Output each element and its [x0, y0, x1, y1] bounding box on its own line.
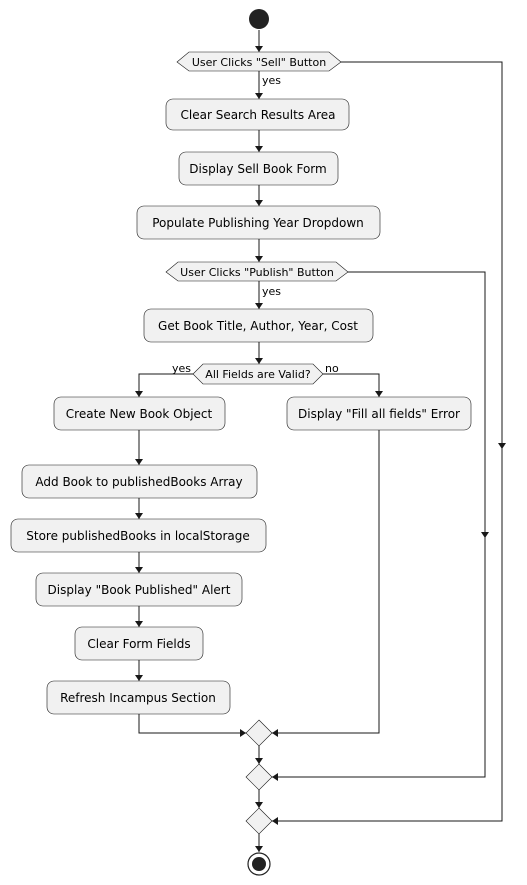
- action-get-fields-label: Get Book Title, Author, Year, Cost: [158, 319, 358, 333]
- action-alert: Display "Book Published" Alert: [35, 572, 243, 607]
- decision-fields-valid-label: All Fields are Valid?: [205, 368, 311, 381]
- action-clear-fields: Clear Form Fields: [74, 626, 204, 661]
- action-store-books-label: Store publishedBooks in localStorage: [26, 529, 250, 543]
- action-add-book: Add Book to publishedBooks Array: [21, 464, 258, 499]
- decision-publish-clicked-label: User Clicks "Publish" Button: [180, 266, 334, 279]
- connectors: [135, 30, 506, 852]
- decision-sell-clicked: User Clicks "Sell" Button: [176, 51, 342, 72]
- action-display-form-label: Display Sell Book Form: [189, 162, 326, 176]
- decision-valid-no-label: no: [325, 362, 339, 375]
- action-error-label: Display "Fill all fields" Error: [298, 407, 460, 421]
- action-get-fields: Get Book Title, Author, Year, Cost: [143, 308, 374, 343]
- action-error: Display "Fill all fields" Error: [286, 396, 472, 431]
- action-create-book: Create New Book Object: [53, 396, 226, 431]
- action-create-book-label: Create New Book Object: [66, 407, 213, 421]
- decision-valid-yes-label: yes: [172, 362, 191, 375]
- stop-node: [247, 852, 271, 876]
- merge-publish-clicked: [245, 763, 273, 791]
- action-add-book-label: Add Book to publishedBooks Array: [35, 475, 242, 489]
- merge-fields-valid: [245, 719, 273, 747]
- action-clear-search: Clear Search Results Area: [165, 98, 350, 131]
- action-populate-year-label: Populate Publishing Year Dropdown: [152, 216, 364, 230]
- decision-sell-clicked-label: User Clicks "Sell" Button: [192, 56, 326, 69]
- decision-publish-clicked: User Clicks "Publish" Button: [165, 261, 349, 282]
- action-refresh: Refresh Incampus Section: [46, 680, 231, 715]
- decision-sell-yes-label: yes: [262, 74, 281, 87]
- action-alert-label: Display "Book Published" Alert: [48, 583, 231, 597]
- action-store-books: Store publishedBooks in localStorage: [10, 518, 267, 553]
- action-display-form: Display Sell Book Form: [178, 151, 339, 186]
- action-populate-year: Populate Publishing Year Dropdown: [136, 205, 381, 240]
- start-node: [249, 9, 269, 29]
- action-clear-fields-label: Clear Form Fields: [87, 637, 190, 651]
- action-refresh-label: Refresh Incampus Section: [60, 691, 216, 705]
- merge-sell-clicked: [245, 807, 273, 835]
- action-clear-search-label: Clear Search Results Area: [181, 108, 336, 122]
- decision-publish-yes-label: yes: [262, 285, 281, 298]
- decision-fields-valid: All Fields are Valid?: [192, 363, 324, 385]
